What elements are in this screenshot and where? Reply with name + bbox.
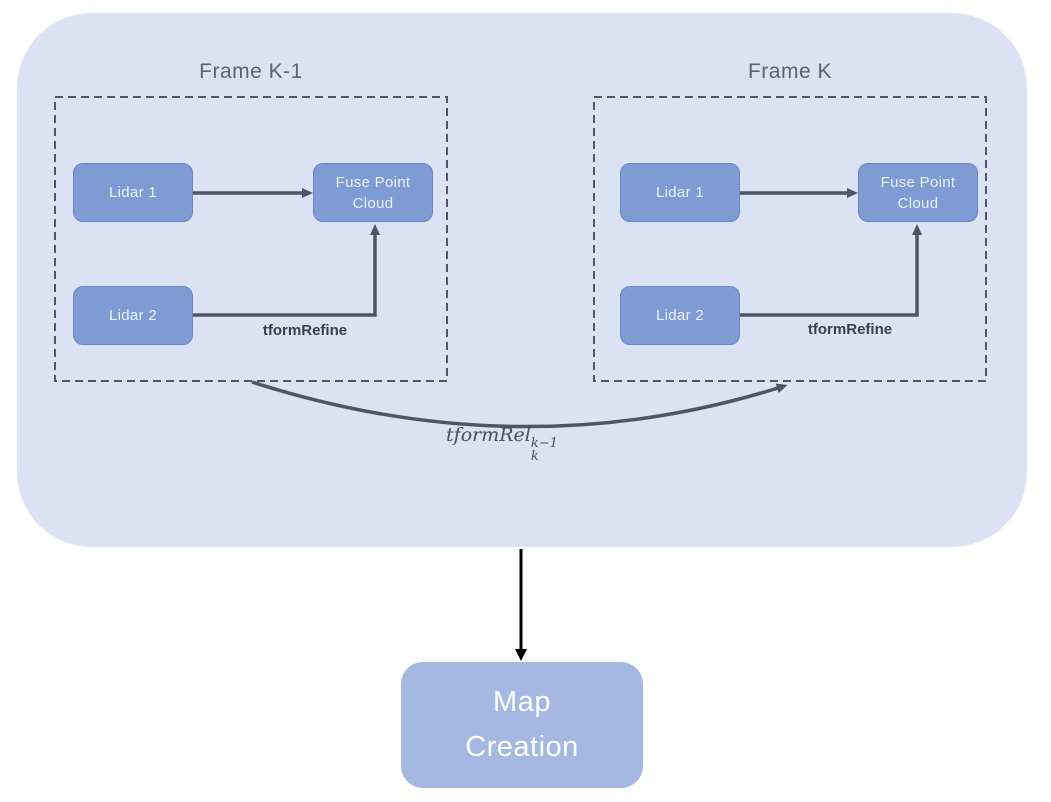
lidar1-node-frame-k: Lidar 1	[620, 163, 740, 222]
lidar2-label-frame-k: Lidar 2	[656, 307, 704, 324]
tform-rel-base: tformRel	[446, 424, 531, 446]
lidar1-label-frame-k: Lidar 1	[656, 184, 704, 201]
lidar2-node-frame-k1: Lidar 2	[73, 286, 193, 345]
fuse-point-cloud-label-frame-k1: Fuse Point Cloud	[335, 173, 411, 212]
map-creation-node: Map Creation	[401, 662, 643, 788]
registration-container	[17, 13, 1027, 547]
lidar2-label-frame-k1: Lidar 2	[109, 307, 157, 324]
frame-k1-title: Frame K-1	[199, 60, 303, 83]
map-creation-label: Map Creation	[465, 686, 579, 763]
lidar1-node-frame-k1: Lidar 1	[73, 163, 193, 222]
fuse-point-cloud-node-frame-k1: Fuse Point Cloud	[313, 163, 433, 222]
fuse-point-cloud-node-frame-k: Fuse Point Cloud	[858, 163, 978, 222]
tform-rel-superscript: k−1	[530, 435, 558, 451]
lidar2-node-frame-k: Lidar 2	[620, 286, 740, 345]
tform-refine-label-frame-k1: tformRefine	[262, 322, 348, 339]
tform-refine-label-frame-k: tformRefine	[807, 321, 893, 338]
lidar1-label-frame-k1: Lidar 1	[109, 184, 157, 201]
frame-k-title: Frame K	[747, 60, 832, 83]
tform-rel-subscript: k	[530, 448, 539, 464]
fuse-point-cloud-label-frame-k: Fuse Point Cloud	[880, 173, 956, 212]
